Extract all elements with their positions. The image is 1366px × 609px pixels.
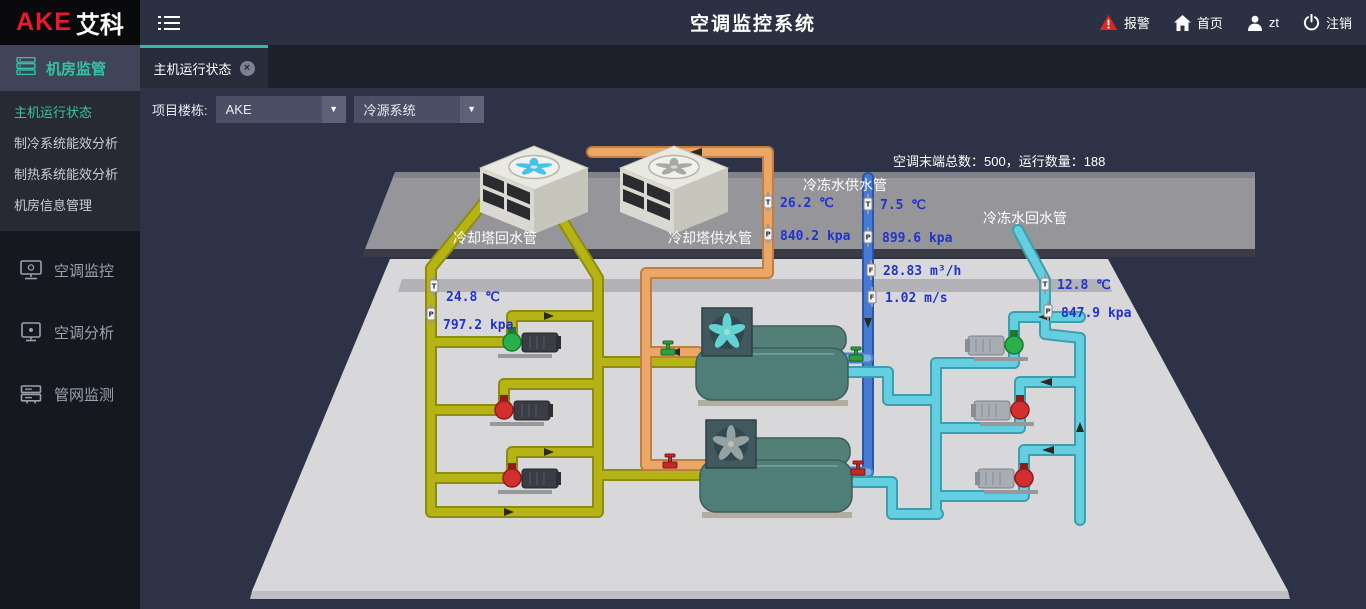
pump-right-1[interactable]	[964, 330, 1029, 362]
sidebar-item-room-info[interactable]: 机房信息管理	[14, 198, 93, 213]
user-icon	[1247, 15, 1263, 31]
svg-text:P: P	[428, 311, 433, 319]
pipe-labels: 冷却塔回水管 冷却塔供水管 冷冻水供水管 冷冻水回水管 空调末端总数：500，运…	[453, 154, 1105, 246]
chilled-return-pressure: 847.9 kpa	[1061, 306, 1132, 321]
sidebar-item-machine-room[interactable]: 机房监管	[0, 45, 140, 91]
sidebar-item-pipe-network[interactable]: 管网监测	[0, 363, 140, 425]
cooling-return-temp: 24.8 ℃	[446, 290, 500, 305]
building-select[interactable]: AKE ▼	[215, 95, 346, 123]
sidebar-submenu: 主机运行状态 制冷系统能效分析 制热系统能效分析 机房信息管理	[0, 91, 140, 231]
building-filter-label: 项目楼栋:	[152, 102, 208, 118]
server-stack-icon	[20, 384, 42, 404]
tab-host-status[interactable]: 主机运行状态 ×	[140, 45, 268, 88]
logout-button[interactable]: 注销	[1303, 13, 1352, 32]
pump-right-3[interactable]	[974, 463, 1039, 495]
page-title: 空调监控系统	[689, 14, 816, 35]
terminal-stats: 空调末端总数：500，运行数量：188	[893, 154, 1105, 169]
flow-arrows	[504, 148, 1084, 516]
sensor-values: 26.2 ℃ 840.2 kpa 7.5 ℃ 899.6 kpa 28.83 m…	[443, 196, 1132, 333]
svg-text:P: P	[865, 234, 870, 242]
chiller-2[interactable]	[699, 419, 853, 519]
brand-text-cn: 艾科	[75, 12, 124, 39]
alarm-button[interactable]: 报警	[1099, 13, 1150, 32]
chilled-supply-velocity: 1.02 m/s	[885, 291, 948, 306]
home-button[interactable]: 首页	[1173, 13, 1223, 32]
pump-left-1[interactable]	[497, 327, 562, 359]
machine-room-floor	[250, 259, 1290, 599]
main-area: 主机运行状态 × 项目楼栋: AKE ▼ 冷源系统 ▼	[140, 45, 1366, 609]
cooling-tower-1[interactable]	[479, 145, 589, 235]
chilled-return-pipe-label: 冷冻水回水管	[983, 210, 1067, 226]
system-select[interactable]: 冷源系统 ▼	[353, 95, 484, 123]
sensor-instruments: T P T P F F T P T P	[426, 191, 1053, 325]
header-actions: 报警 首页 zt 注销	[1099, 0, 1352, 45]
tower-return-pipe-label: 冷却塔回水管	[453, 230, 537, 246]
user-button[interactable]: zt	[1247, 15, 1279, 31]
svg-text:T: T	[766, 199, 771, 207]
chilled-supply-flow: 28.83 m³/h	[883, 264, 961, 279]
sidebar: 机房监管 主机运行状态 制冷系统能效分析 制热系统能效分析 机房信息管理 空调监…	[0, 45, 140, 609]
pump-left-2[interactable]	[489, 395, 554, 427]
filter-bar: 项目楼栋: AKE ▼ 冷源系统 ▼	[140, 88, 1366, 130]
sidebar-item-heating-efficiency[interactable]: 制热系统能效分析	[14, 167, 119, 182]
sidebar-item-ac-analysis[interactable]: 空调分析	[0, 301, 140, 363]
header-main: 空调监控系统 报警 首页	[140, 0, 1366, 45]
alarm-icon	[1099, 14, 1118, 31]
svg-text:P: P	[1045, 308, 1050, 316]
chiller-1[interactable]	[695, 307, 849, 407]
pump-left-3[interactable]	[497, 463, 562, 495]
chilled-supply-temp: 7.5 ℃	[880, 198, 926, 213]
monitor-icon	[20, 260, 42, 280]
sidebar-item-ac-monitoring[interactable]: 空调监控	[0, 239, 140, 301]
svg-text:P: P	[765, 231, 770, 239]
svg-text:T: T	[866, 201, 871, 209]
chilled-return-temp: 12.8 ℃	[1057, 278, 1111, 293]
tower-supply-pipe-label: 冷却塔供水管	[668, 230, 752, 246]
brand-logo: AKE 艾科	[0, 0, 140, 45]
tower-supply-temp: 26.2 ℃	[780, 196, 834, 211]
svg-text:F: F	[870, 294, 875, 302]
server-rack-icon	[16, 56, 36, 79]
svg-text:F: F	[869, 267, 874, 275]
menu-toggle-icon[interactable]	[158, 15, 180, 31]
pump-right-2[interactable]	[970, 395, 1035, 427]
power-icon	[1303, 14, 1320, 31]
sidebar-item-cooling-efficiency[interactable]: 制冷系统能效分析	[14, 136, 119, 151]
cooling-return-pressure: 797.2 kpa	[443, 318, 514, 333]
svg-text:T: T	[1043, 281, 1048, 289]
header-bar: AKE 艾科 空调监控系统 报警 首页	[0, 0, 1366, 45]
brand-text: AKE	[16, 8, 72, 36]
home-icon	[1173, 14, 1191, 31]
chilled-supply-pressure: 899.6 kpa	[882, 231, 953, 246]
tab-close-icon[interactable]: ×	[239, 60, 255, 76]
svg-text:T: T	[432, 283, 437, 291]
sidebar-item-host-status[interactable]: 主机运行状态	[14, 105, 93, 120]
plant-scene: T P T P F F T P T P 26.2 ℃ 840.2 kpa 7.5…	[140, 130, 1366, 609]
monitor-chart-icon	[20, 322, 42, 342]
cooling-tower-2[interactable]	[619, 145, 729, 235]
tab-strip: 主机运行状态 ×	[140, 45, 1366, 88]
chilled-supply-pipe-label: 冷冻水供水管	[803, 177, 887, 193]
tower-supply-pressure: 840.2 kpa	[780, 229, 851, 244]
chevron-down-icon: ▼	[459, 95, 484, 123]
chevron-down-icon: ▼	[321, 95, 346, 123]
